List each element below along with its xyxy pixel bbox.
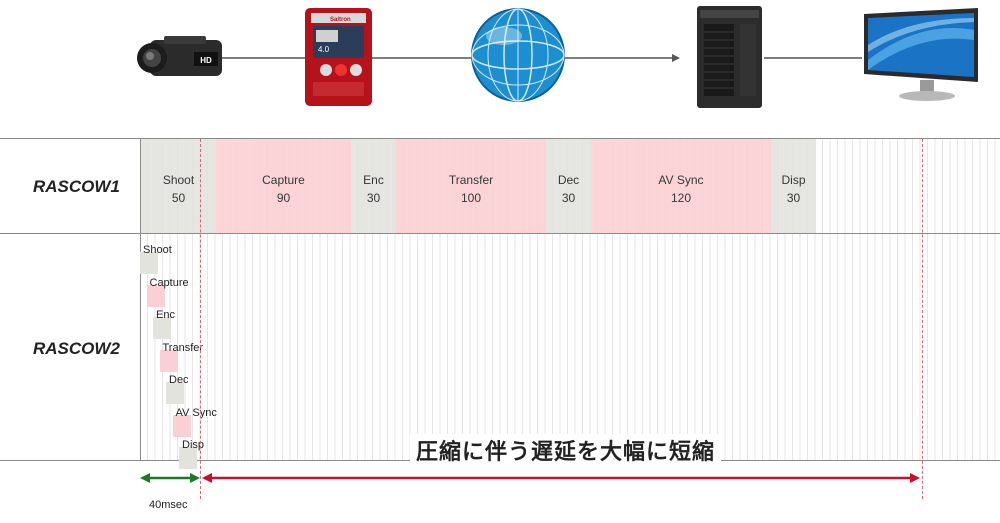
row-divider-top: [0, 138, 1000, 139]
stage-value: 30: [561, 191, 576, 205]
stage-value: 100: [460, 191, 482, 205]
stage-name: Enc: [363, 173, 384, 187]
rascow2-stage-label: Transfer: [162, 341, 204, 354]
rascow2-stage-label: Shoot: [143, 244, 172, 256]
rascow2-stage-label: Dec: [169, 374, 189, 386]
rascow1-stage-transfer: Transfer 100: [396, 139, 546, 233]
rascow1-stage-dec: Dec 30: [546, 139, 591, 233]
row-divider-middle: [0, 233, 1000, 234]
globe-network-icon: [471, 8, 565, 102]
svg-text:HD: HD: [200, 56, 212, 65]
stage-value: 50: [171, 191, 186, 205]
rascow2-label: RASCOW2: [33, 339, 120, 358]
camcorder-icon: HD: [137, 36, 222, 76]
stage-value: 120: [670, 191, 692, 205]
rascow1-stage-disp: Disp 30: [771, 139, 816, 233]
svg-text:4.0: 4.0: [318, 45, 330, 54]
svg-text:Saitron: Saitron: [330, 17, 351, 23]
rascow2-stage-block: [159, 349, 178, 372]
red-arrow: [202, 473, 920, 483]
rascow2-stage-label: Capture: [149, 276, 189, 289]
rascow2-stage-block: [166, 382, 184, 404]
rascow2-stage-label: AV Sync: [175, 406, 217, 419]
rascow2-stage-block: [146, 284, 165, 307]
rascow1-stage-av-sync: AV Sync 120: [591, 139, 771, 233]
rascow1-end-marker: [922, 139, 923, 499]
stage-name: Transfer: [448, 173, 494, 187]
recorder-device-icon: Saitron 4.0: [305, 8, 372, 106]
rascow2-stage-block: [172, 414, 191, 437]
device-pipeline: HD Saitron 4.0: [0, 0, 1000, 120]
stage-name: AV Sync: [658, 173, 704, 187]
stage-name: Dec: [557, 173, 580, 187]
stage-name: Shoot: [162, 173, 195, 187]
latency-arrows: [140, 473, 920, 483]
monitor-display-icon: [864, 8, 978, 101]
rascow1-label: RASCOW1: [33, 177, 120, 196]
rascow2-end-marker: [200, 139, 201, 499]
stage-value: 30: [366, 191, 381, 205]
stage-name: Capture: [262, 173, 305, 187]
axis-vertical-line: [140, 138, 141, 460]
rascow2-stage-block: [140, 252, 158, 274]
green-arrow: [140, 473, 200, 483]
rascow2-stage-label: Enc: [156, 309, 175, 321]
stage-value: 30: [786, 191, 801, 205]
small-latency-label: 40msec: [149, 499, 188, 511]
rascow2-stage-label: Disp: [182, 439, 205, 451]
rascow1-stage-enc: Enc 30: [351, 139, 396, 233]
workstation-pc-icon: [697, 6, 762, 108]
device-pipeline-svg: HD Saitron 4.0: [137, 6, 978, 108]
stage-value: 90: [276, 191, 291, 205]
stage-name: Disp: [781, 173, 806, 187]
rascow1-stage-capture: Capture 90: [216, 139, 351, 233]
rascow1-stage-shoot: Shoot 50: [141, 139, 216, 233]
rascow2-stage-block: [179, 447, 197, 469]
arrow-head: [672, 54, 680, 62]
headline-text: 圧縮に伴う遅延を大幅に短縮: [410, 434, 722, 466]
rascow2-stage-block: [153, 317, 171, 339]
